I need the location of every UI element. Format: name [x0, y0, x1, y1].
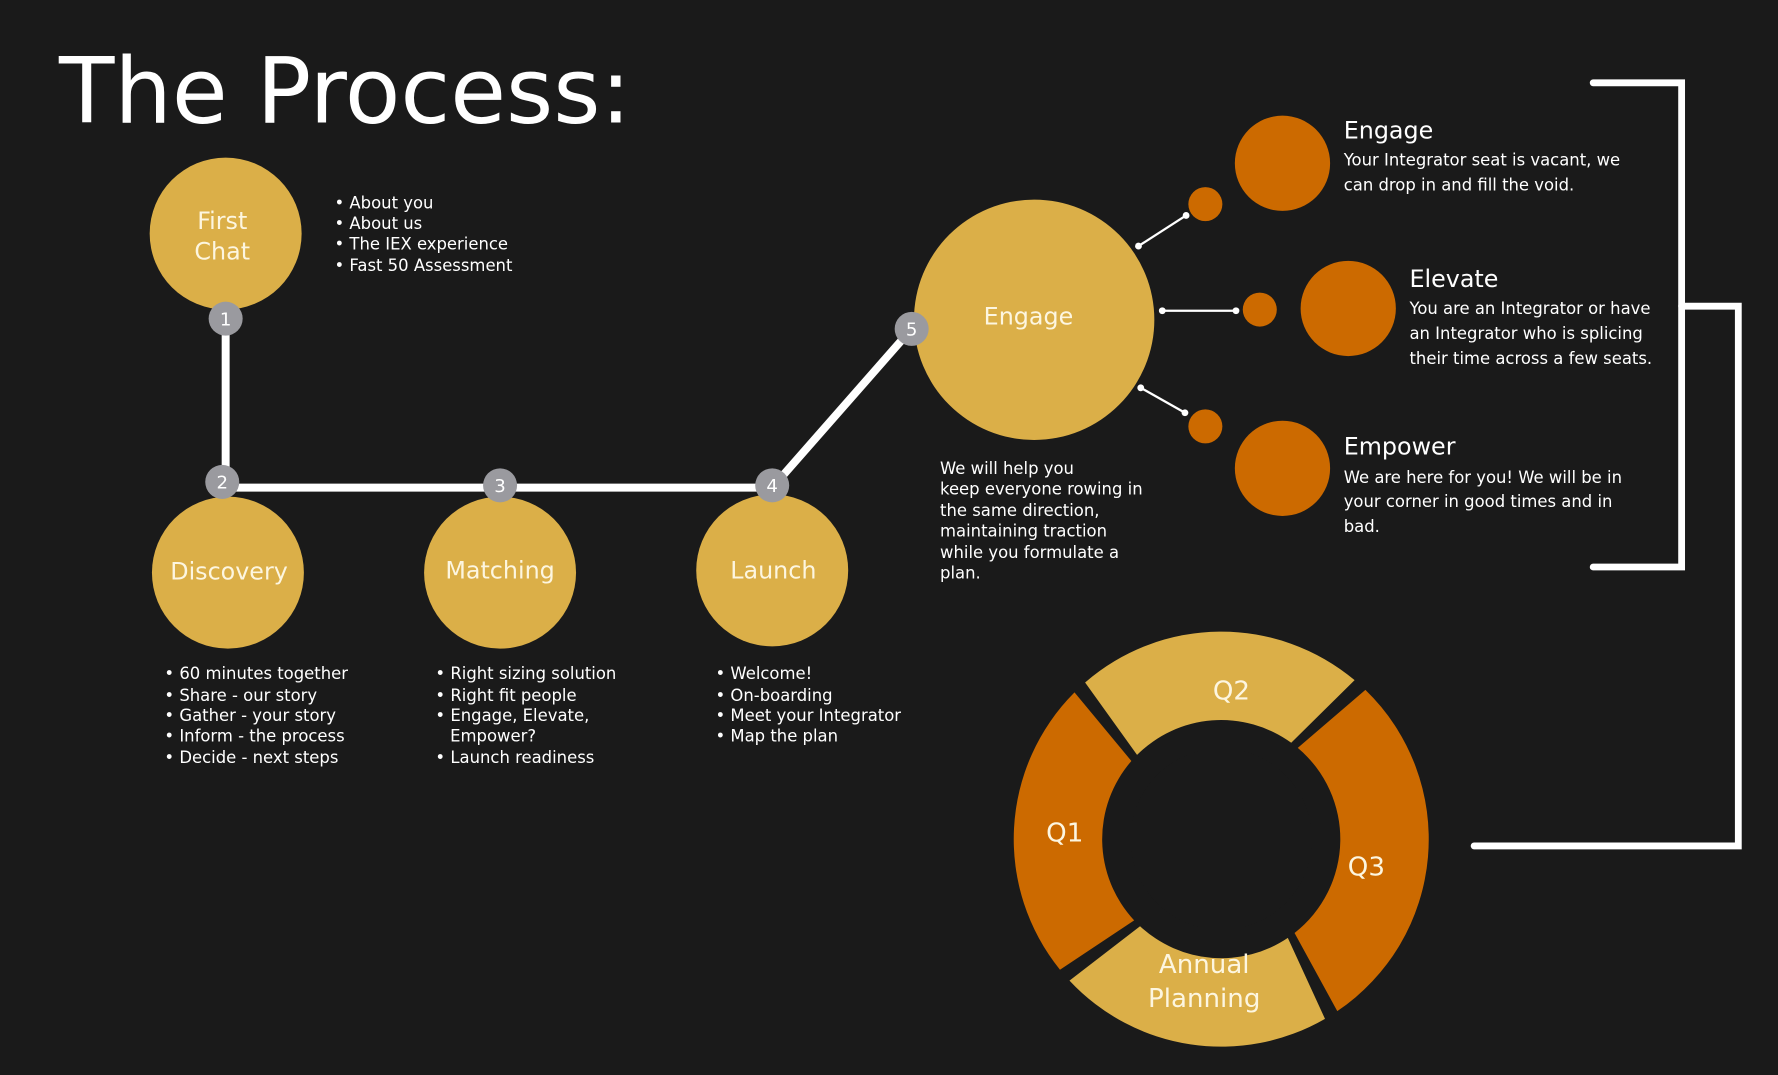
step-engage: Engage [913, 199, 1155, 440]
svg-text:their time across a few seats.: their time across a few seats. [1409, 349, 1652, 368]
svg-text:• Decide - next steps: • Decide - next steps [164, 748, 338, 767]
step-discovery: Discovery [151, 496, 304, 649]
option-empower: Empower We are here for you! We will be … [1234, 420, 1622, 536]
svg-text:• Fast 50 Assessment: • Fast 50 Assessment [335, 256, 513, 275]
step-launch: Launch [696, 494, 849, 647]
svg-text:• Meet your Integrator: • Meet your Integrator [716, 706, 902, 725]
bullets-launch: • Welcome! • On-boarding • Meet your Int… [716, 664, 902, 745]
bullets-matching: • Right sizing solution • Right fit peop… [435, 664, 616, 767]
svg-text:First: First [197, 207, 247, 235]
svg-text:keep everyone rowing in: keep everyone rowing in [940, 479, 1143, 498]
svg-text:We are here for you! We will b: We are here for you! We will be in [1344, 468, 1622, 487]
svg-text:Discovery: Discovery [170, 557, 288, 585]
ring-segment-q2 [1085, 631, 1355, 755]
ring-segment-q3 [1294, 689, 1429, 1012]
svg-text:Launch: Launch [730, 556, 816, 584]
engage-description: We will help you keep everyone rowing in… [940, 459, 1143, 582]
svg-text:• On-boarding: • On-boarding [716, 686, 833, 705]
svg-text:• About you: • About you [335, 194, 434, 213]
step-matching: Matching [424, 496, 577, 649]
svg-text:can drop in and fill the void.: can drop in and fill the void. [1344, 176, 1575, 195]
svg-text:bad.: bad. [1344, 517, 1380, 536]
ring-center [1130, 748, 1312, 930]
svg-text:an Integrator who is splicing: an Integrator who is splicing [1409, 324, 1642, 343]
segment-q3: Q3 [1348, 852, 1385, 882]
svg-text:3: 3 [494, 476, 506, 497]
svg-text:• Welcome!: • Welcome! [716, 664, 813, 683]
svg-text:• About us: • About us [335, 214, 423, 233]
svg-text:the same direction,: the same direction, [940, 501, 1099, 520]
segment-annual-planning: Annual [1159, 950, 1250, 980]
page-title: The Process: [58, 39, 631, 144]
svg-text:We will help you: We will help you [940, 459, 1074, 478]
svg-text:• Inform - the process: • Inform - the process [164, 727, 344, 746]
svg-text:• Gather - your story: • Gather - your story [164, 706, 336, 725]
svg-text:• The IEX experience: • The IEX experience [335, 234, 509, 253]
svg-text:• Engage, Elevate,: • Engage, Elevate, [435, 706, 589, 725]
svg-text:• Share - our story: • Share - our story [164, 686, 317, 705]
bracket-lines [1470, 79, 1742, 850]
svg-text:• Launch readiness: • Launch readiness [435, 748, 594, 767]
svg-text:Elevate: Elevate [1409, 265, 1498, 293]
step-number-badges: 1 2 3 4 5 [205, 301, 929, 503]
ring-segment-q1 [1013, 692, 1135, 970]
svg-text:your corner in good times and: your corner in good times and in [1344, 492, 1613, 511]
svg-text:2: 2 [216, 473, 228, 494]
svg-text:Matching: Matching [445, 556, 554, 584]
svg-text:• Right fit people: • Right fit people [435, 686, 576, 705]
step-first-chat: First Chat [149, 157, 302, 310]
svg-text:• Map the plan: • Map the plan [716, 727, 839, 746]
segment-q2: Q2 [1213, 677, 1250, 707]
ring-segment-annual-planning [1069, 926, 1325, 1047]
svg-text:You are an Integrator or have: You are an Integrator or have [1408, 299, 1650, 318]
svg-text:• 60 minutes together: • 60 minutes together [164, 664, 348, 683]
svg-text:4: 4 [766, 476, 778, 497]
svg-text:Engage: Engage [1344, 116, 1434, 144]
svg-text:Engage: Engage [984, 302, 1074, 330]
option-elevate: Elevate You are an Integrator or have an… [1300, 260, 1652, 368]
svg-text:maintaining traction: maintaining traction [940, 521, 1107, 540]
svg-text:• Right sizing solution: • Right sizing solution [435, 664, 616, 683]
option-engage: Engage Your Integrator seat is vacant, w… [1234, 115, 1620, 211]
svg-text:Empower: Empower [1344, 433, 1456, 461]
svg-text:Empower?: Empower? [450, 727, 536, 746]
svg-text:Chat: Chat [194, 238, 250, 266]
svg-text:plan.: plan. [940, 563, 981, 582]
svg-text:while you formulate a: while you formulate a [940, 543, 1119, 562]
option-connectors [1135, 187, 1277, 444]
svg-text:5: 5 [906, 320, 918, 341]
svg-text:1: 1 [220, 309, 232, 330]
segment-q1: Q1 [1046, 818, 1083, 848]
svg-text:Planning: Planning [1148, 984, 1260, 1014]
bullets-first-chat: • About you • About us • The IEX experie… [335, 194, 513, 275]
bullets-discovery: • 60 minutes together • Share - our stor… [164, 664, 348, 767]
annual-cycle [1013, 631, 1429, 1047]
svg-text:Your Integrator seat is vacant: Your Integrator seat is vacant, we [1343, 151, 1620, 170]
cycle-labels: Q2 Q1 Q3 Annual Planning [1046, 677, 1385, 1014]
